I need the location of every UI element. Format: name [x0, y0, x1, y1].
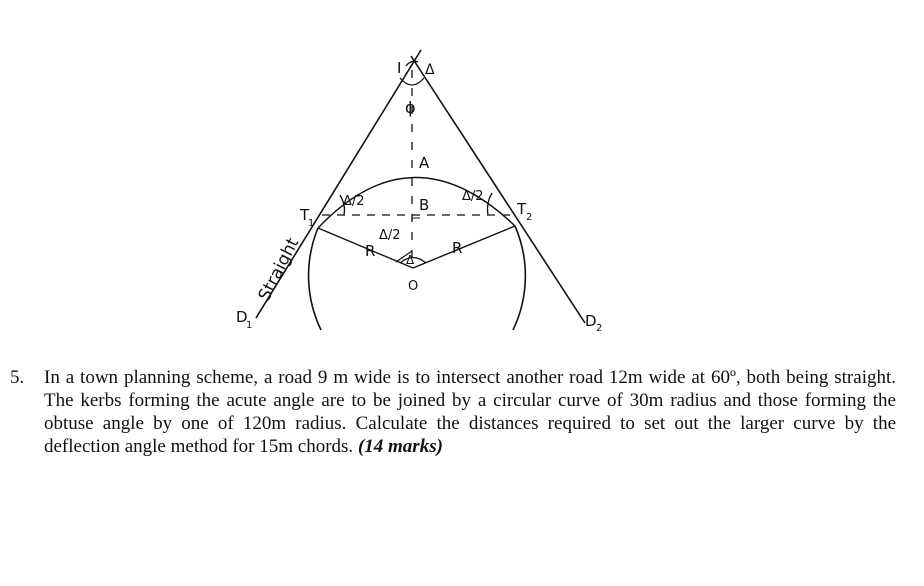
- question-text: In a town planning scheme, a road 9 m wi…: [44, 367, 896, 457]
- label-r-right: R: [452, 239, 462, 257]
- label-straight: Straight: [255, 234, 304, 304]
- half-angle-arrow: [395, 250, 413, 263]
- curve-arc-right: [512, 225, 527, 331]
- label-delta-o: Δ: [406, 253, 415, 267]
- label-t1-sub: 1: [308, 218, 314, 229]
- angle-arc-t2: [486, 192, 493, 216]
- delta-arc-i: [405, 60, 419, 67]
- curve-arc-left: [307, 227, 322, 331]
- label-t2-sub: 2: [526, 212, 532, 223]
- label-b: B: [419, 196, 429, 214]
- road-curve-diagram: I Δ ϕ A B T 1 T 2 Δ/2 Δ/2 Δ/2 Δ R R O D …: [236, 49, 602, 334]
- label-o: O: [408, 279, 418, 294]
- angle-arc-o: [399, 256, 427, 264]
- angle-arc-t1: [339, 194, 346, 216]
- label-r-left: R: [365, 242, 375, 260]
- question-number: 5.: [10, 367, 25, 388]
- radius-line-right: [412, 225, 516, 269]
- label-t2: T: [516, 200, 527, 218]
- label-a: A: [419, 154, 430, 172]
- label-d1-sub: 1: [246, 320, 252, 331]
- label-half-delta-t2: Δ/2: [462, 189, 484, 204]
- label-half-delta-t1: Δ/2: [343, 194, 365, 209]
- label-delta-i: Δ: [425, 62, 435, 78]
- curve-arc-top: [317, 176, 516, 229]
- label-i: I: [397, 59, 401, 77]
- angle-arc-i: [399, 77, 425, 86]
- tangent-line-right: [410, 55, 586, 324]
- label-t1: T: [299, 206, 310, 224]
- question-text-block: In a town planning scheme, a road 9 m wi…: [44, 366, 896, 458]
- label-half-delta-center: Δ/2: [379, 228, 401, 243]
- label-phi: ϕ: [405, 98, 416, 117]
- question-marks: (14 marks): [357, 436, 443, 457]
- label-d1: D: [236, 308, 248, 326]
- label-d2-sub: 2: [596, 323, 602, 334]
- tangent-line-left: [255, 49, 422, 319]
- label-d2: D: [585, 312, 597, 330]
